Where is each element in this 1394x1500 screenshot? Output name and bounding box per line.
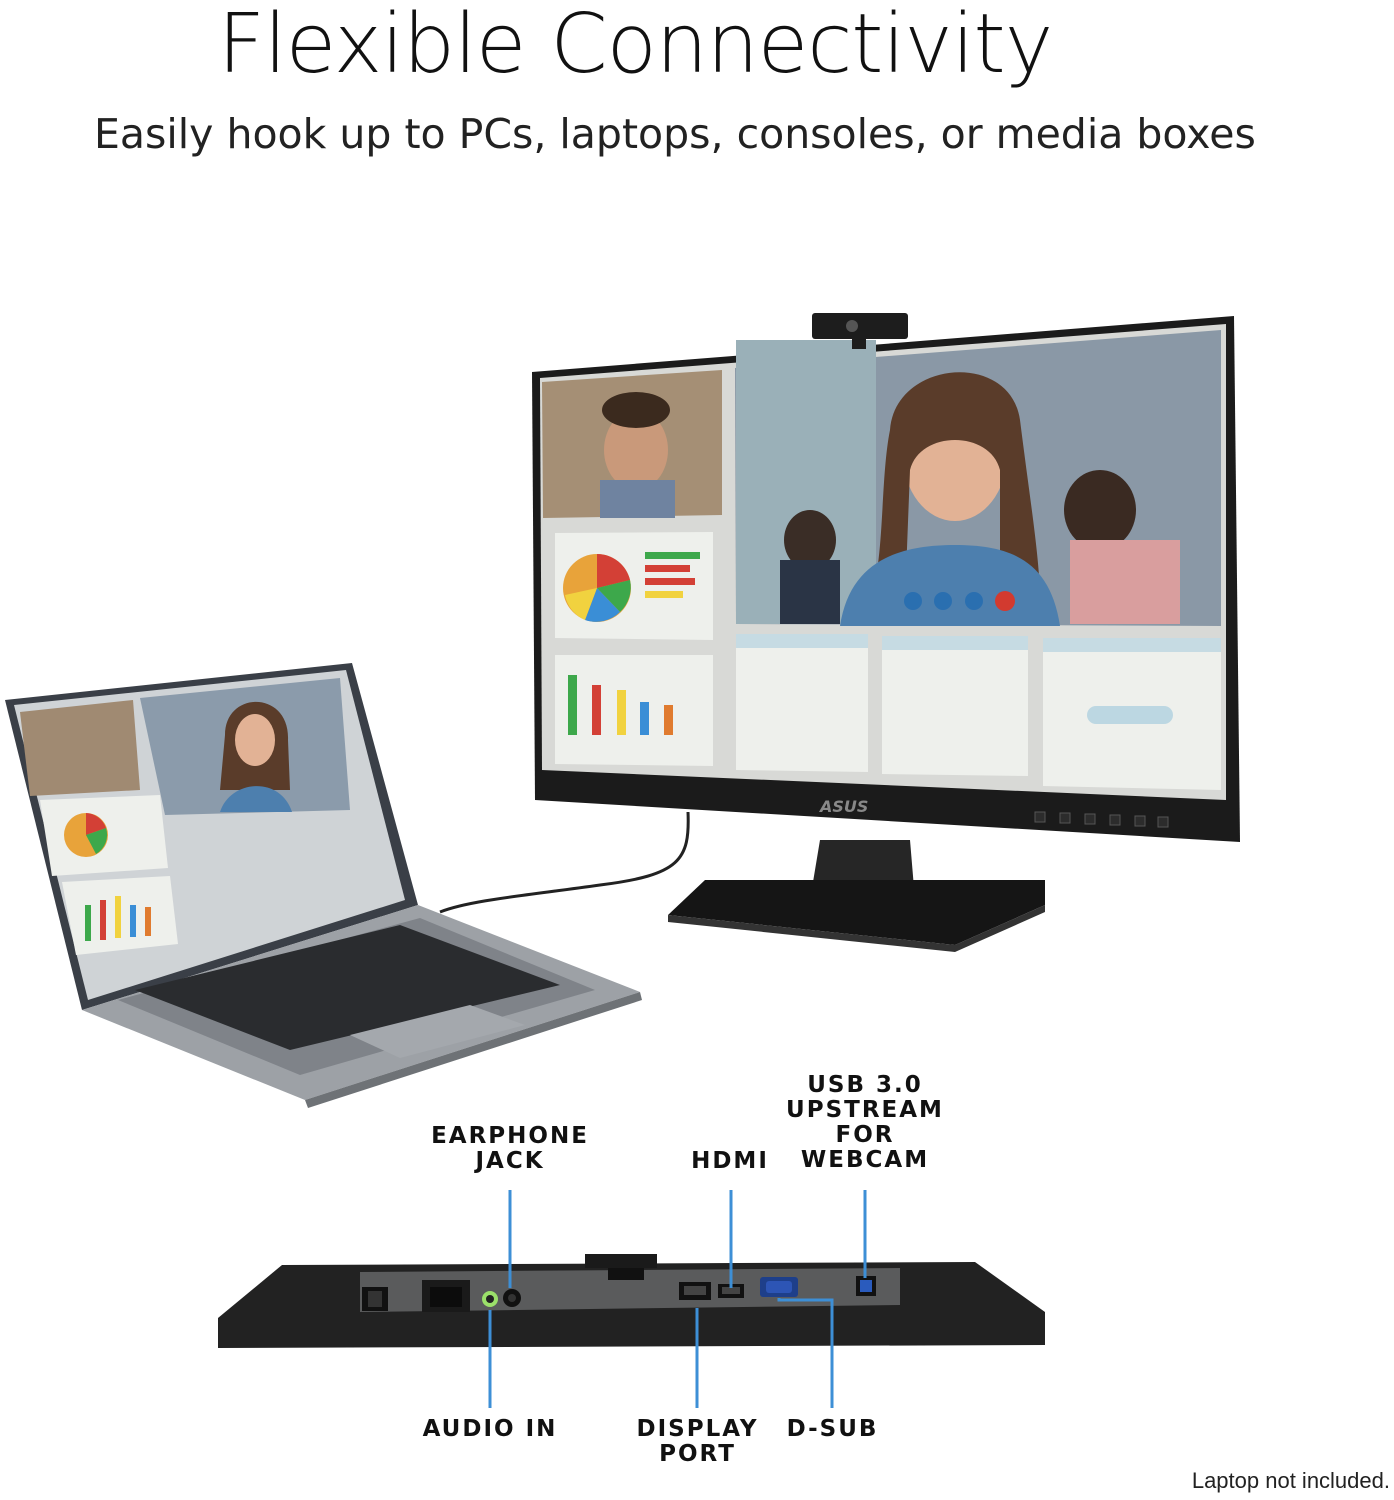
- callout-lines: [488, 1190, 867, 1408]
- laptop: [5, 663, 642, 1108]
- label-earphone-jack: EARPHONE JACK: [431, 1123, 589, 1174]
- label-audio-in: AUDIO IN: [422, 1416, 558, 1442]
- label-displayport: DISPLAY PORT: [636, 1416, 759, 1467]
- footnote: Laptop not included.: [1191, 1468, 1390, 1493]
- label-usb-upstream: USB 3.0 UPSTREAM FOR WEBCAM: [786, 1072, 944, 1173]
- cable: [439, 811, 690, 914]
- monitor: ASUS: [532, 313, 1240, 842]
- svg-text:ASUS: ASUS: [818, 797, 868, 816]
- port-panel: [218, 1190, 1045, 1408]
- product-illustration: ASUS: [5, 313, 1240, 1108]
- page-title: Flexible Connectivity: [217, 0, 1053, 92]
- label-hdmi: HDMI: [691, 1148, 769, 1174]
- laptop-keyboard: [135, 925, 560, 1050]
- page-subtitle: Easily hook up to PCs, laptops, consoles…: [94, 110, 1256, 158]
- monitor-stand: [668, 840, 1045, 952]
- label-dsub: D-SUB: [786, 1416, 879, 1442]
- webcam: [812, 313, 908, 339]
- bar-chart-panel: [555, 655, 713, 766]
